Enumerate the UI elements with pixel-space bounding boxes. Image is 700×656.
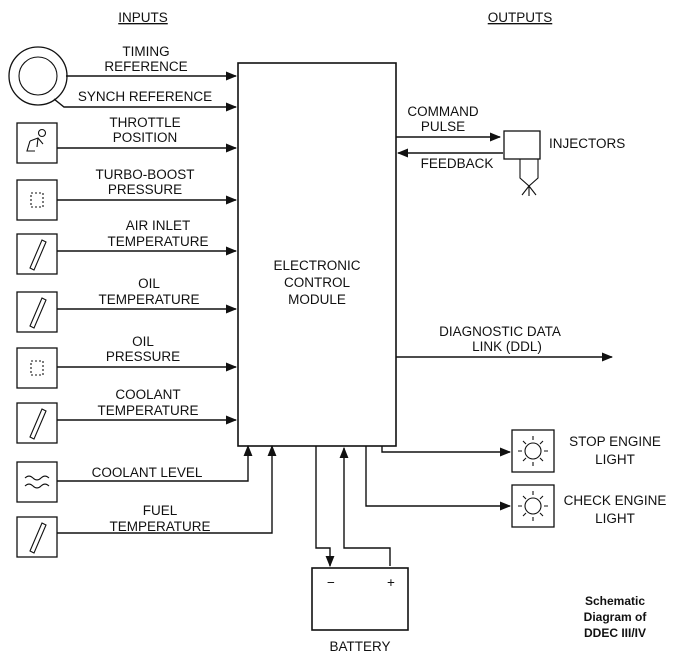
- throttle-position-label-2: POSITION: [113, 130, 178, 145]
- battery-positive-line: [339, 446, 391, 566]
- check-engine-label-1: CHECK ENGINE: [564, 493, 667, 508]
- injectors-label: INJECTORS: [549, 136, 625, 151]
- injector-icon: [503, 130, 541, 196]
- stop-engine-label-1: STOP ENGINE: [569, 434, 661, 449]
- warning-lamp-icon: [511, 484, 555, 528]
- battery-box: [311, 567, 409, 631]
- command-pulse-label-2: PULSE: [421, 119, 465, 134]
- caption-line-1: Schematic: [585, 594, 645, 608]
- inputs-header: INPUTS: [118, 10, 168, 25]
- ddl-label-2: LINK (DDL): [472, 339, 542, 354]
- timing-wheel-icon: [8, 46, 68, 106]
- ecm-label-line-3: MODULE: [288, 292, 346, 307]
- synch-reference-label: SYNCH REFERENCE: [78, 89, 212, 104]
- battery-minus: −: [327, 575, 335, 590]
- liquid-level-icon: [16, 461, 58, 503]
- thermometer-icon: [16, 516, 58, 558]
- outputs-header: OUTPUTS: [488, 10, 553, 25]
- turbo-boost-label-2: PRESSURE: [108, 182, 182, 197]
- air-inlet-label-1: AIR INLET: [126, 218, 191, 233]
- ddl-label-1: DIAGNOSTIC DATA: [439, 324, 561, 339]
- pressure-sensor-icon: [16, 179, 58, 221]
- electronic-control-module-box: [237, 62, 397, 447]
- thermometer-icon: [16, 233, 58, 275]
- oil-pressure-label-2: PRESSURE: [106, 349, 180, 364]
- battery-negative-line: [315, 446, 335, 568]
- air-inlet-label-2: TEMPERATURE: [107, 234, 208, 249]
- ecm-label-line-2: CONTROL: [284, 275, 350, 290]
- command-pulse-label-1: COMMAND: [407, 104, 478, 119]
- throttle-position-label-1: THROTTLE: [109, 115, 180, 130]
- fuel-temperature-label-1: FUEL: [143, 503, 178, 518]
- warning-lamp-icon: [511, 429, 555, 473]
- pressure-sensor-icon: [16, 347, 58, 389]
- ecm-label-line-1: ELECTRONIC: [273, 258, 360, 273]
- oil-temperature-label-1: OIL: [138, 276, 160, 291]
- fuel-temperature-arrow: [57, 444, 277, 534]
- timing-reference-label-2: REFERENCE: [104, 59, 187, 74]
- stop-engine-light-arrow: [381, 446, 512, 457]
- battery-plus: +: [387, 575, 395, 590]
- thermometer-icon: [16, 402, 58, 444]
- coolant-temperature-label-2: TEMPERATURE: [97, 403, 198, 418]
- fuel-temperature-label-2: TEMPERATURE: [109, 519, 210, 534]
- oil-temperature-label-2: TEMPERATURE: [98, 292, 199, 307]
- turbo-boost-label-1: TURBO-BOOST: [95, 167, 194, 182]
- throttle-pedal-icon: [16, 122, 58, 164]
- timing-reference-label-1: TIMING: [122, 44, 169, 59]
- thermometer-icon: [16, 291, 58, 333]
- oil-pressure-label-1: OIL: [132, 334, 154, 349]
- check-engine-label-2: LIGHT: [595, 511, 635, 526]
- feedback-label: FEEDBACK: [421, 156, 494, 171]
- check-engine-light-arrow: [365, 446, 512, 511]
- caption-line-3: DDEC III/IV: [584, 626, 646, 640]
- battery-label: BATTERY: [329, 639, 390, 654]
- stop-engine-label-2: LIGHT: [595, 452, 635, 467]
- caption-line-2: Diagram of: [584, 610, 648, 624]
- coolant-level-label: COOLANT LEVEL: [92, 465, 203, 480]
- coolant-temperature-label-1: COOLANT: [115, 387, 180, 402]
- synch-reference-arrow: [53, 98, 238, 112]
- coolant-level-arrow: [57, 444, 253, 482]
